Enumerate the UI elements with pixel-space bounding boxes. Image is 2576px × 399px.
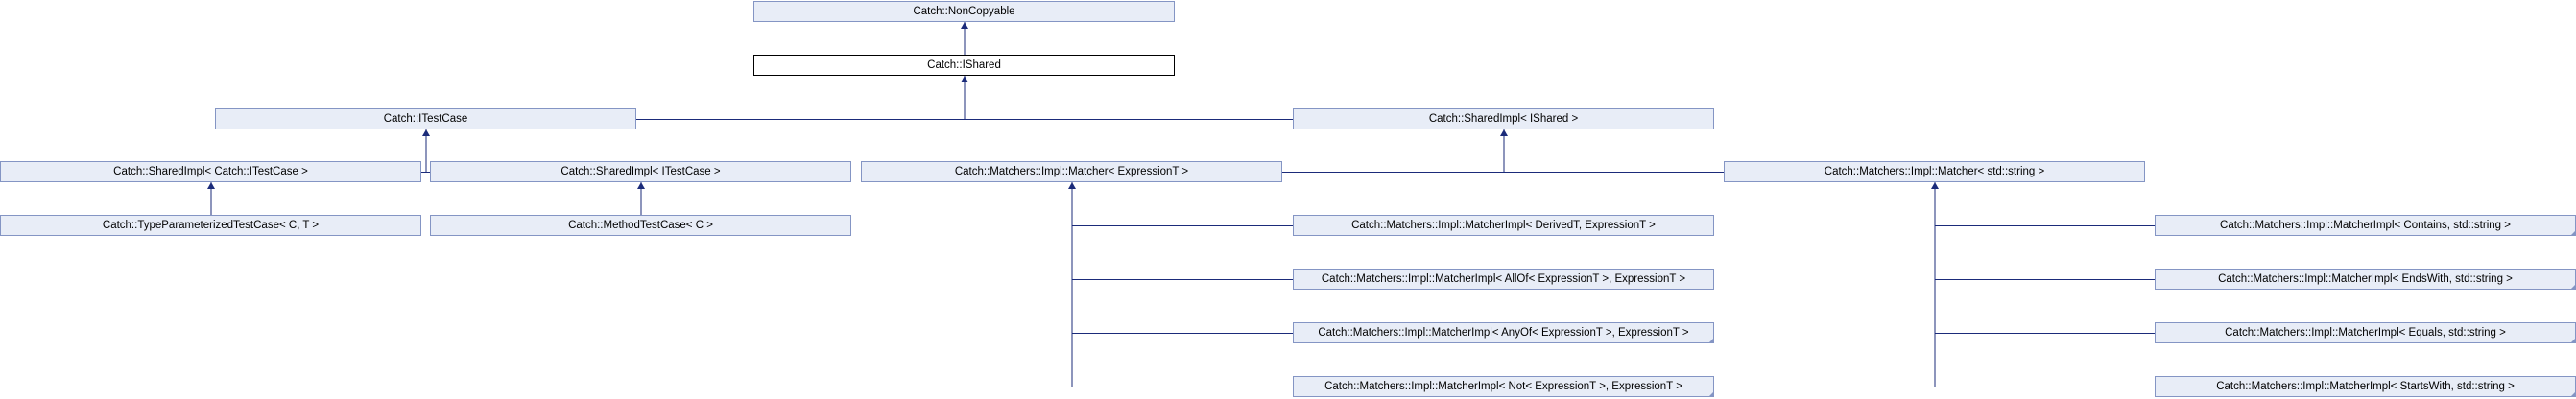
edge-matcherimpl-anyof-to-matcher-expressiont (1071, 182, 1293, 334)
edge-sharedimpl-ishared-to-ishared (964, 76, 1293, 120)
node-matcherimpl-anyof[interactable]: Catch::Matchers::Impl::MatcherImpl< AnyO… (1293, 322, 1714, 343)
node-sharedimpl-catch-itestcase[interactable]: Catch::SharedImpl< Catch::ITestCase > (0, 161, 421, 182)
edge-matcherimpl-startswith-to-matcher-string (1934, 182, 2155, 387)
node-matcherimpl-derived[interactable]: Catch::Matchers::Impl::MatcherImpl< Deri… (1293, 215, 1714, 236)
node-noncopyable[interactable]: Catch::NonCopyable (753, 1, 1175, 22)
node-matcherimpl-contains[interactable]: Catch::Matchers::Impl::MatcherImpl< Cont… (2155, 215, 2576, 236)
node-matcherimpl-allof[interactable]: Catch::Matchers::Impl::MatcherImpl< AllO… (1293, 269, 1714, 290)
edge-matcherimpl-allof-to-matcher-expressiont (1071, 182, 1293, 280)
node-sharedimpl-itestcase[interactable]: Catch::SharedImpl< ITestCase > (430, 161, 851, 182)
node-sharedimpl-ishared[interactable]: Catch::SharedImpl< IShared > (1293, 108, 1714, 129)
arrow-into-noncopyable (961, 22, 968, 29)
node-matcher-string[interactable]: Catch::Matchers::Impl::Matcher< std::str… (1724, 161, 2145, 182)
node-typeparameterized[interactable]: Catch::TypeParameterizedTestCase< C, T > (0, 215, 421, 236)
edge-matcherimpl-derived-to-matcher-expressiont (1071, 182, 1293, 226)
edge-matcherimpl-endswith-to-matcher-string (1934, 182, 2155, 280)
edge-matcher-string-to-sharedimpl-ishared (1503, 129, 1724, 173)
node-matcherimpl-endswith[interactable]: Catch::Matchers::Impl::MatcherImpl< Ends… (2155, 269, 2576, 290)
node-itestcase[interactable]: Catch::ITestCase (215, 108, 636, 129)
arrow-into-sharedimpl-itestcase (637, 182, 645, 189)
edge-matcherimpl-equals-to-matcher-string (1934, 182, 2155, 334)
node-matcher-expressiont[interactable]: Catch::Matchers::Impl::Matcher< Expressi… (861, 161, 1282, 182)
edge-sharedimpl-itestcase-to-itestcase (425, 129, 430, 173)
edge-matcherimpl-contains-to-matcher-string (1934, 182, 2155, 226)
node-matcherimpl-not[interactable]: Catch::Matchers::Impl::MatcherImpl< Not<… (1293, 376, 1714, 397)
node-ishared[interactable]: Catch::IShared (753, 55, 1175, 76)
node-matcherimpl-equals[interactable]: Catch::Matchers::Impl::MatcherImpl< Equa… (2155, 322, 2576, 343)
node-methodtestcase[interactable]: Catch::MethodTestCase< C > (430, 215, 851, 236)
arrow-into-sharedimpl-catch-itestcase (207, 182, 215, 189)
edge-matcherimpl-not-to-matcher-expressiont (1071, 182, 1293, 387)
node-matcherimpl-startswith[interactable]: Catch::Matchers::Impl::MatcherImpl< Star… (2155, 376, 2576, 397)
